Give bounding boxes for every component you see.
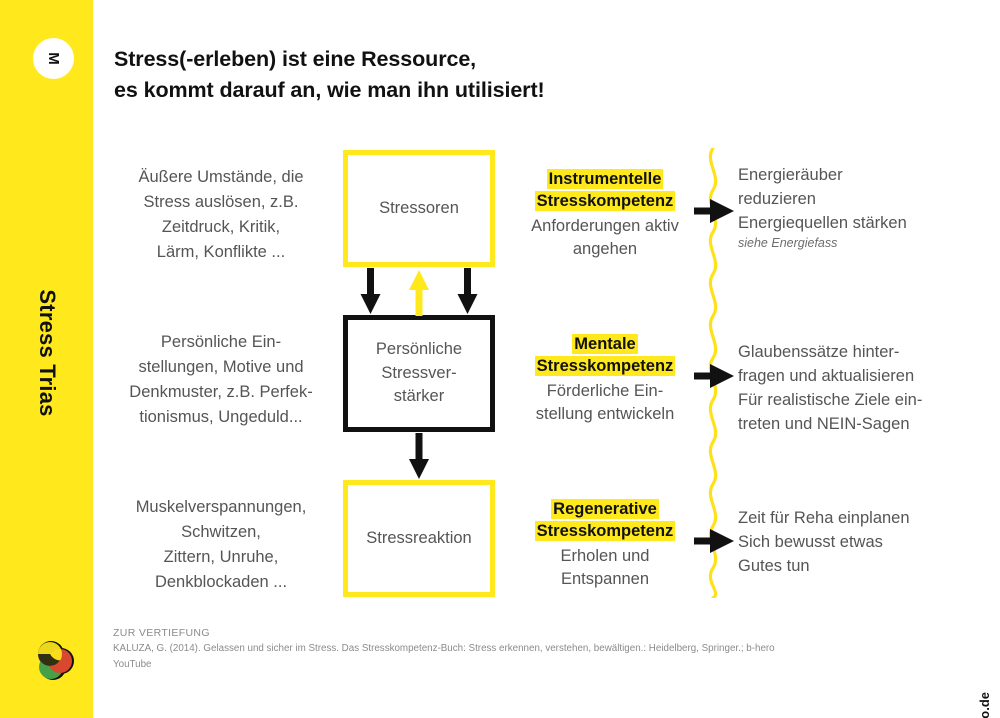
description-stressreaktion: Muskelverspannungen,Schwitzen,Zittern, U…: [135, 498, 307, 592]
arrow-group-bottom: [409, 433, 429, 479]
arrow-right-outcome-1-icon: [694, 199, 734, 223]
outcome-instrumentelle-line2: Energiequellen stärken: [738, 214, 907, 233]
arrow-down-black-right: [457, 268, 478, 314]
competence-mentale: Mentale Stresskompetenz Förderliche Ein-…: [512, 333, 698, 427]
outcome-mentale-line2: Für realistische Ziele ein-treten und NE…: [738, 391, 923, 434]
footer: ZUR VERTIEFUNG KALUZA, G. (2014). Gelass…: [113, 625, 883, 673]
b-hero-venn-logo-icon: [38, 641, 74, 680]
outcome-regenerative: Zeit für Reha einplanen Sich bewusst etw…: [738, 506, 988, 578]
outcome-mentale-line1: Glaubenssätze hinter-fragen und aktualis…: [738, 343, 915, 386]
site-label: b-hero.de: [977, 692, 992, 718]
competence-mentale-line2: Stresskompetenz: [535, 357, 675, 376]
arrow-down-black-center: [409, 433, 429, 479]
page-title: Stress(-erleben) ist eine Ressource, es …: [114, 44, 545, 105]
competence-mentale-sub: Förderliche Ein-stellung entwickeln: [535, 381, 675, 424]
competence-regenerative-head: Regenerative Stresskompetenz: [512, 498, 698, 543]
footer-reference-line1: KALUZA, G. (2014). Gelassen und sicher i…: [113, 643, 775, 655]
competence-instrumentelle-head: Instrumentelle Stresskompetenz: [512, 168, 698, 213]
box-stressoren[interactable]: Stressoren: [343, 150, 495, 267]
competence-regenerative: Regenerative Stresskompetenz Erholen und…: [512, 498, 698, 592]
footer-reference-line2: YouTube: [113, 658, 152, 670]
outcome-mentale: Glaubenssätze hinter-fragen und aktualis…: [738, 340, 988, 436]
credit-block: cc by sa b-hero.de: [977, 692, 992, 718]
outcome-regenerative-line1: Zeit für Reha einplanen: [738, 509, 910, 527]
page-title-line2: es kommt darauf an, wie man ihn utilisie…: [114, 77, 545, 102]
module-badge-letter: M: [45, 52, 62, 65]
competence-mentale-line1: Mentale: [573, 335, 637, 353]
competence-instrumentelle-line2: Stresskompetenz: [535, 192, 675, 211]
competence-regenerative-line1: Regenerative: [552, 500, 658, 518]
competence-mentale-head: Mentale Stresskompetenz: [512, 333, 698, 378]
arrow-group-top: [360, 268, 478, 316]
module-badge: M: [33, 38, 74, 79]
arrow-down-black-left: [360, 268, 381, 314]
rail-vertical-title: Stress Trias: [35, 289, 60, 417]
arrow-right-outcome-2-icon: [694, 364, 734, 388]
box-stressoren-label: Stressoren: [379, 198, 459, 217]
box-stressreaktion-label: Stressreaktion: [366, 528, 472, 547]
arrow-right-outcome-3-icon: [694, 529, 734, 553]
competence-instrumentelle: Instrumentelle Stresskompetenz Anforderu…: [512, 168, 698, 262]
left-rail: M Stress Trias: [0, 0, 93, 718]
competence-regenerative-line2: Stresskompetenz: [535, 522, 675, 541]
outcome-instrumentelle-note: siehe Energiefass: [738, 236, 838, 251]
competence-instrumentelle-line1: Instrumentelle: [547, 170, 663, 188]
page-title-line1: Stress(-erleben) ist eine Ressource,: [114, 47, 477, 71]
arrow-up-yellow-center: [409, 270, 429, 316]
footer-kicker: ZUR VERTIEFUNG: [113, 627, 210, 639]
box-stressreaktion[interactable]: Stressreaktion: [343, 480, 495, 597]
